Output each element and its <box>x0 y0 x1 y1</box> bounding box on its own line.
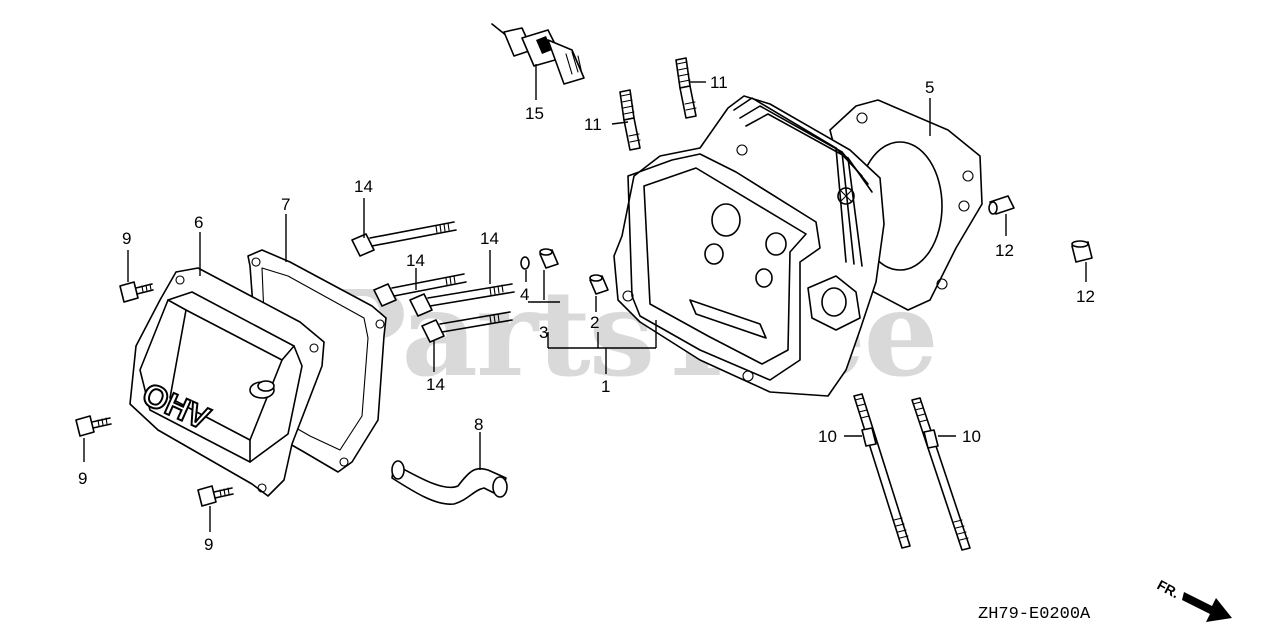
callout-1[interactable]: 1 <box>601 377 610 396</box>
head-bolt-3[interactable] <box>409 283 515 317</box>
callout-labels: 15 11 11 5 12 12 9 6 7 14 14 14 14 4 3 2… <box>78 73 1095 554</box>
breather-tube[interactable] <box>391 460 508 505</box>
callout-6[interactable]: 6 <box>194 213 203 232</box>
callout-5[interactable]: 5 <box>925 78 934 97</box>
callout-12-upper[interactable]: 12 <box>995 241 1014 260</box>
spark-plug[interactable] <box>491 23 585 85</box>
front-direction-arrow-icon: FR. <box>1155 577 1232 622</box>
callout-3[interactable]: 3 <box>539 323 548 342</box>
callout-7[interactable]: 7 <box>281 195 290 214</box>
flange-bolt-lower-right[interactable] <box>197 485 234 507</box>
head-bolt-2[interactable] <box>373 273 467 307</box>
callout-9-bottom[interactable]: 9 <box>204 535 213 554</box>
oring-part-4[interactable] <box>520 256 530 270</box>
stud-bolt-lower[interactable] <box>619 89 641 151</box>
head-cover[interactable]: OHV <box>129 267 325 497</box>
callout-leaders <box>83 64 1087 532</box>
head-bolt-1[interactable] <box>351 221 457 257</box>
flange-bolt-lower-left[interactable] <box>75 415 112 437</box>
stud-10-left[interactable] <box>853 393 911 549</box>
callout-15[interactable]: 15 <box>525 104 544 123</box>
head-bolt-4[interactable] <box>421 311 513 343</box>
dowel-pin-12a[interactable] <box>988 195 1015 215</box>
callout-14-top[interactable]: 14 <box>354 177 373 196</box>
callout-11-upper[interactable]: 11 <box>710 73 728 92</box>
callout-4[interactable]: 4 <box>520 285 529 304</box>
front-direction-label: FR. <box>1155 577 1182 602</box>
callout-2[interactable]: 2 <box>590 313 599 332</box>
callout-9-left[interactable]: 9 <box>78 469 87 488</box>
callout-14-mid-left[interactable]: 14 <box>406 251 425 270</box>
dowel-part-2[interactable] <box>589 274 609 295</box>
callout-14-bottom[interactable]: 14 <box>426 375 445 394</box>
cylinder-head-assembly[interactable] <box>613 95 885 397</box>
callout-10-left[interactable]: 10 <box>818 427 837 446</box>
dowel-pin-12b[interactable] <box>1071 240 1093 263</box>
diagram-reference-code: ZH79-E0200A <box>978 605 1091 624</box>
callout-9-upper[interactable]: 9 <box>122 229 131 248</box>
stud-bolt-upper[interactable] <box>675 57 697 119</box>
flange-bolt-upper[interactable] <box>119 281 154 303</box>
callout-12-lower[interactable]: 12 <box>1076 287 1095 306</box>
callout-14-mid-right[interactable]: 14 <box>480 229 499 248</box>
callout-10-right[interactable]: 10 <box>962 427 981 446</box>
stud-10-right[interactable] <box>911 397 971 551</box>
callout-11-lower[interactable]: 11 <box>584 115 602 134</box>
dowel-part-3[interactable] <box>539 248 559 269</box>
callout-8[interactable]: 8 <box>474 415 483 434</box>
